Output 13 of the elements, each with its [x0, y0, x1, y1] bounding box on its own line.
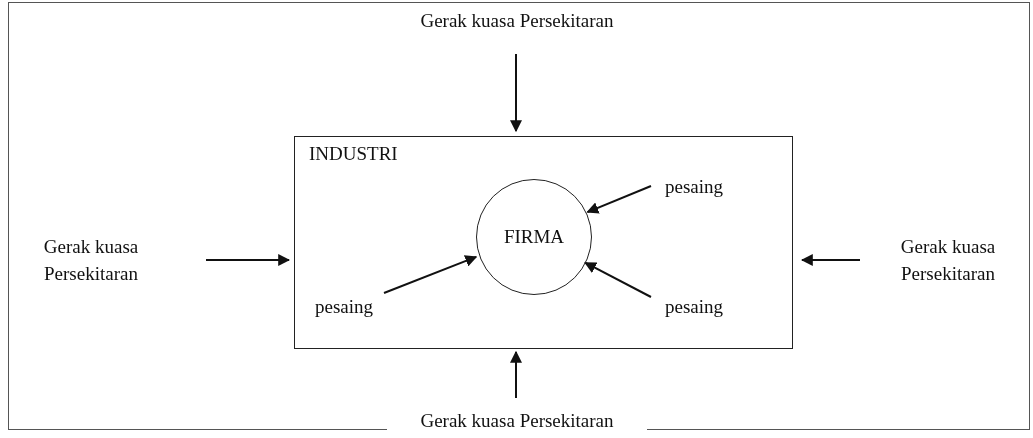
arrow — [584, 261, 652, 298]
arrow — [510, 350, 522, 399]
arrow — [383, 255, 478, 294]
circle-label: FIRMA — [503, 226, 565, 248]
node-label: pesaing — [653, 294, 735, 320]
node-label: pesaing — [653, 174, 735, 200]
arrow — [205, 254, 291, 266]
box-heading: INDUSTRI — [309, 143, 398, 165]
arrow — [800, 254, 861, 266]
industry-box — [294, 136, 793, 349]
arrow — [586, 185, 652, 214]
arrow — [510, 53, 522, 133]
node-label: pesaing — [302, 294, 386, 320]
